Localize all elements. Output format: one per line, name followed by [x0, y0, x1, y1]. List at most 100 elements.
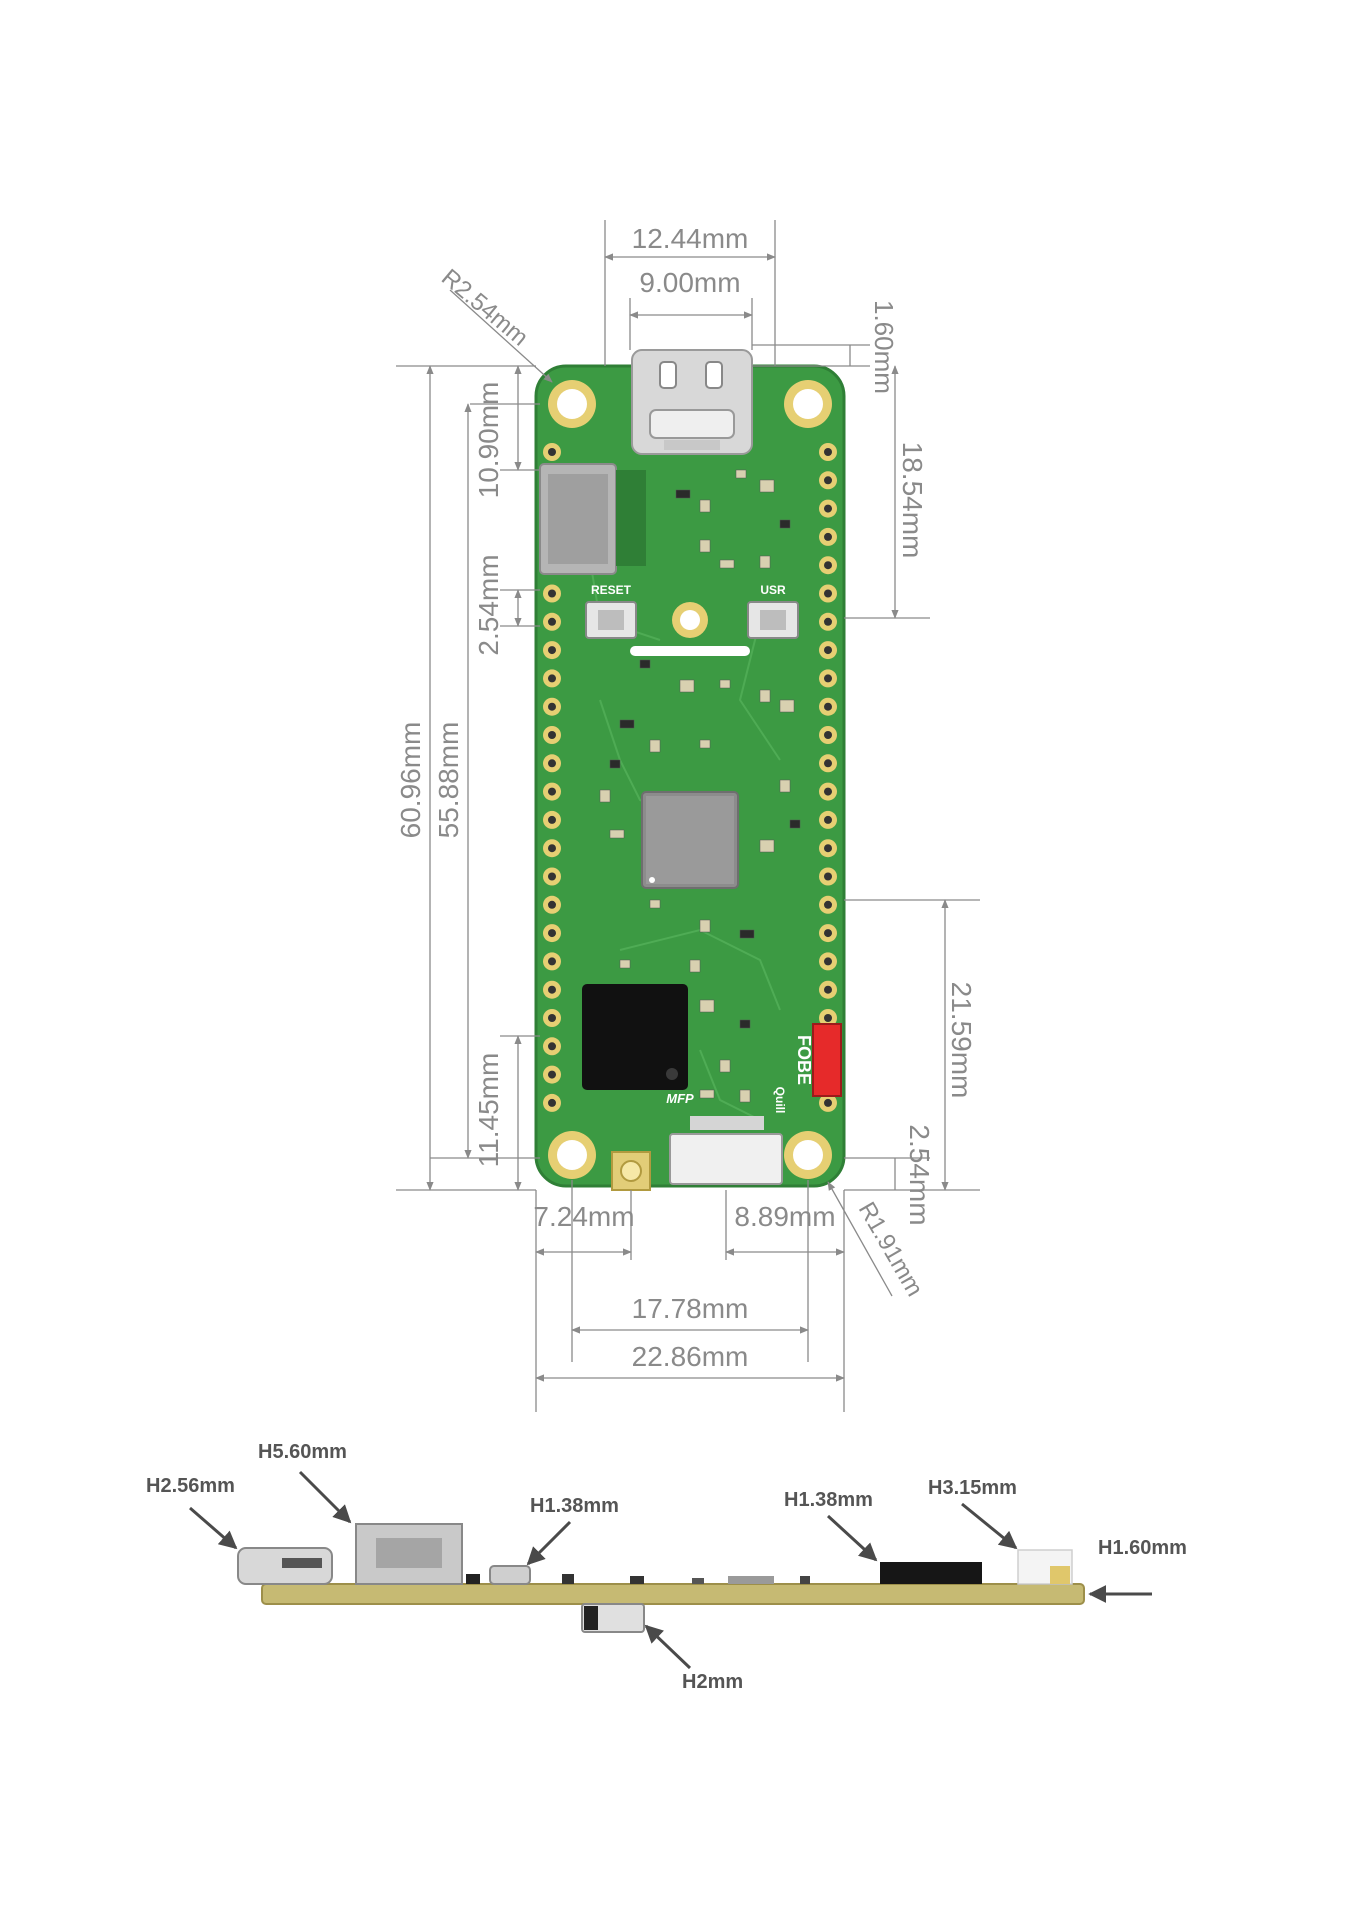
header-pad-hole: [824, 1098, 832, 1107]
header-pad-hole: [824, 674, 832, 683]
smd-part: [699, 999, 715, 1013]
antenna-connector: [611, 1151, 651, 1191]
header-pad-hole: [824, 731, 832, 739]
header-pad-hole: [824, 787, 832, 796]
header-pad-hole: [824, 702, 832, 711]
side-chip: [880, 1562, 982, 1584]
side-label-connector: H3.15mm: [928, 1477, 1017, 1499]
smd-part: [719, 679, 731, 689]
dim-height-holes: 55.88mm: [433, 722, 464, 839]
dim-width-inner: 9.00mm: [639, 267, 740, 298]
model-label: Quill: [773, 1087, 787, 1114]
smd-part: [609, 759, 621, 769]
side-label-usb: H5.60mm: [258, 1441, 347, 1463]
header-pad-hole: [824, 504, 832, 513]
header-pad-hole: [824, 985, 832, 994]
header-pad-hole: [824, 448, 832, 456]
dim-radius-top: R2.54mm: [436, 264, 533, 352]
dim-right-upper: 18.54mm: [897, 442, 928, 559]
smd-part: [619, 719, 635, 729]
usr-button: [747, 601, 799, 639]
header-pad-hole: [824, 844, 832, 853]
reset-label: RESET: [591, 583, 632, 597]
smd-part: [779, 699, 795, 713]
header-pad-hole: [548, 617, 556, 626]
dim-connector-offset: 8.89mm: [734, 1201, 835, 1232]
dim-overhang: 1.60mm: [869, 300, 899, 394]
header-pad-hole: [548, 985, 556, 994]
header-pad-hole: [824, 617, 832, 626]
mfp-label: MFP: [666, 1091, 694, 1106]
smd-part: [735, 469, 747, 479]
smd-part: [699, 539, 711, 553]
top-view: RESET USR MFP FOBE Quill: [534, 349, 846, 1191]
header-pad-hole: [824, 1014, 832, 1022]
dim-bottom-left: 11.45mm: [473, 1053, 504, 1168]
header-pad-hole: [548, 674, 556, 683]
silk-bar: [630, 646, 750, 656]
header-pad-hole: [548, 1098, 556, 1107]
side-label-button: H1.38mm: [530, 1495, 619, 1517]
smd-part: [679, 679, 695, 693]
smd-part: [739, 1019, 751, 1029]
dim-hole-spacing: 17.78mm: [632, 1293, 749, 1324]
dim-right-lower: 21.59mm: [946, 982, 977, 1099]
header-pad-hole: [824, 532, 832, 541]
mcu-chip: [641, 791, 739, 889]
header-pad-hole: [548, 1070, 556, 1079]
header-pad-hole: [548, 731, 556, 739]
flash-chip: [582, 984, 688, 1090]
smd-part: [649, 899, 661, 909]
smd-part: [759, 839, 775, 853]
smd-part: [779, 779, 791, 793]
smd-part: [599, 789, 611, 803]
battery-connector: [539, 463, 646, 575]
reset-button: [585, 601, 637, 639]
smd-part: [759, 479, 775, 493]
header-pad-hole: [548, 702, 556, 711]
smd-part: [789, 819, 801, 829]
header-pad-hole: [548, 1014, 556, 1022]
side-pcb: [261, 1583, 1085, 1605]
dim-board-width: 22.86mm: [632, 1341, 749, 1372]
usr-label: USR: [760, 583, 786, 597]
header-pad-hole: [824, 561, 832, 570]
header-pad-hole: [548, 815, 556, 824]
mfp-connector: [669, 1116, 783, 1185]
header-pad-hole: [548, 929, 556, 938]
smd-part: [609, 829, 625, 839]
header-pad-hole: [824, 929, 832, 938]
smd-part: [699, 1089, 715, 1099]
header-pad-hole: [548, 448, 556, 456]
smd-part: [675, 489, 691, 499]
smd-part: [689, 959, 701, 973]
smd-part: [699, 919, 711, 933]
smd-part: [779, 519, 791, 529]
header-pad-hole: [548, 759, 556, 768]
side-label-chip: H1.38mm: [784, 1489, 873, 1511]
header-pad-hole: [548, 589, 556, 598]
header-pad-hole: [548, 844, 556, 853]
smd-part: [719, 559, 735, 569]
smd-components: [599, 469, 801, 1103]
header-pad-hole: [824, 646, 832, 655]
smd-part: [739, 1089, 751, 1103]
header-pad-hole: [548, 957, 556, 966]
header-pad-hole: [824, 872, 832, 881]
mounting-holes: [548, 380, 832, 1179]
dim-battery-offset: 10.90mm: [473, 382, 504, 499]
side-button: [489, 1565, 531, 1585]
smd-part: [699, 499, 711, 513]
header-pad-hole: [548, 787, 556, 796]
header-pad-hole: [548, 900, 556, 909]
header-pad-hole: [824, 759, 832, 768]
header-pad-hole: [824, 957, 832, 966]
usb-c-connector: [631, 349, 753, 455]
header-pad-hole: [824, 589, 832, 598]
header-pad-hole: [824, 900, 832, 909]
brand-label: FOBE: [794, 1035, 814, 1085]
smd-part: [759, 555, 771, 569]
dim-pitch-left: 2.54mm: [473, 554, 504, 655]
side-view: H2.56mm H5.60mm H1.38mm H1.38mm H3.15mm …: [146, 1441, 1187, 1693]
